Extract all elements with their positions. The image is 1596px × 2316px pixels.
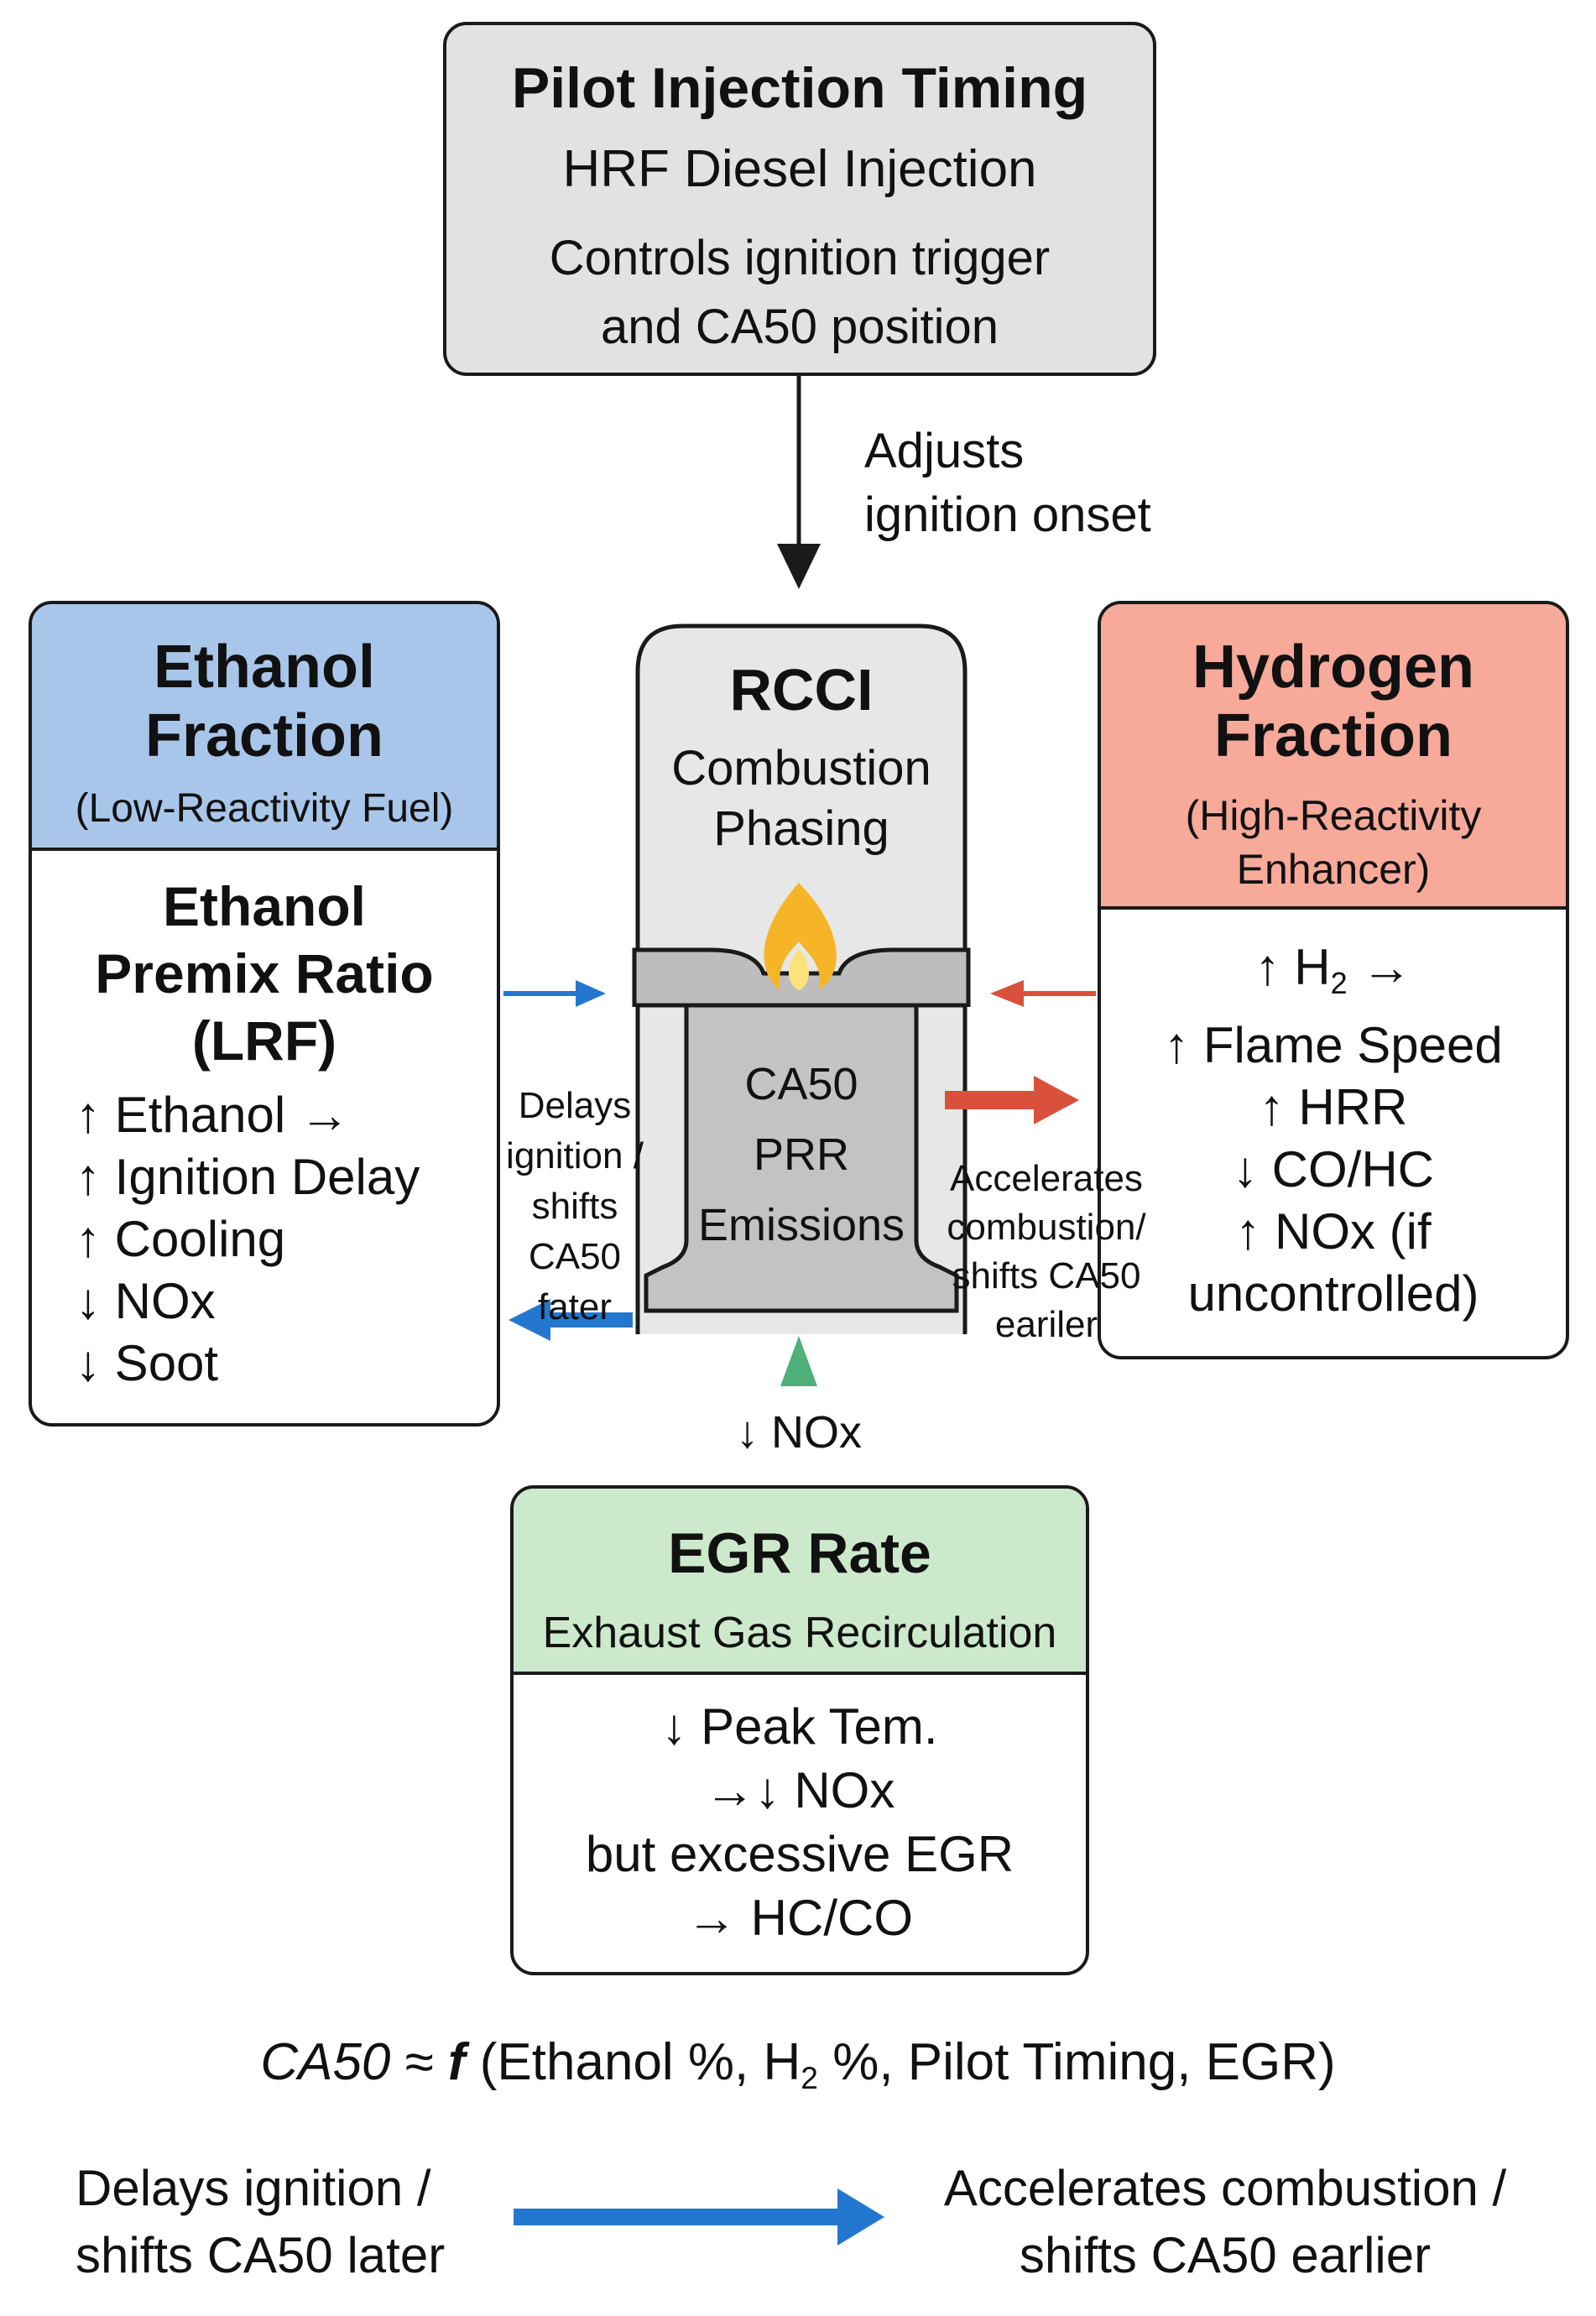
piston-label-line: PRR [753,1129,849,1180]
hydrogen-arrow-label: Accelerates combustion/ shifts CA50 eari… [941,1155,1151,1349]
formula-function: f [447,2033,466,2091]
hydrogen-arrow-label-line: Accelerates [950,1158,1143,1199]
pilot-arrow-label: Adjusts ignition onset [864,420,1151,547]
ethanol-arrow-label-line: ignition / [506,1135,644,1176]
pilot-arrow-label-line: ignition onset [864,488,1151,542]
hydrogen-header: Hydrogen Fraction (High-Reactivity Enhan… [1101,604,1566,910]
formula-approx: ≈ [390,2033,448,2091]
pilot-arrow-label-line: Adjusts [864,424,1025,478]
hydrogen-subtitle-line: Enhancer) [1236,846,1431,893]
legend-arrow [514,2188,884,2246]
ethanol-arrow-label-line: Delays [518,1085,632,1126]
ethanol-body: Ethanol Premix Ratio (LRF) ↑ Ethanol → ↑… [32,873,497,1395]
hydrogen-effect-h2-subscript: 2 [1330,965,1348,1000]
legend-left-label: Delays ignition / shifts CA50 later [76,2155,445,2289]
ethanol-arrow-label: Delays ignition / shifts CA50 fater [503,1081,646,1333]
piston-label: CA50 PRR Emissions [686,1049,916,1260]
egr-effect: but excessive EGR [585,1826,1014,1882]
rcci-subtitle-line: Phasing [713,801,889,856]
egr-effects-list: ↓ Peak Tem. →↓ NOx but excessive EGR → H… [514,1675,1086,1950]
legend-left-line: Delays ignition / [76,2160,431,2216]
hydrogen-arrow-label-line: combustion/ [947,1207,1146,1248]
hydrogen-title-line: Fraction [1213,702,1453,769]
egr-to-rcci-arrow [780,1336,817,1386]
hydrogen-subtitle: (High-Reactivity Enhancer) [1101,789,1566,896]
ethanol-effect: ↓ Soot [76,1335,219,1391]
rcci-label: RCCI Combustion Phasing [646,656,957,859]
pilot-desc-line: and CA50 position [601,300,999,354]
ethanol-effect: ↓ NOx [76,1273,216,1329]
pilot-to-rcci-arrow [777,376,821,589]
hydrogen-effect-h2-suffix: → [1347,939,1412,995]
pilot-injection-box: Pilot Injection Timing HRF Diesel Inject… [443,22,1156,376]
hydrogen-effects-list: ↑ H2 → ↑ Flame Speed ↑ HRR ↓ CO/HC ↑ NOx… [1101,910,1566,1325]
hydrogen-to-rcci-arrow [990,980,1096,1007]
rcci-subtitle: Combustion Phasing [646,738,957,859]
ethanol-effect: ↑ Ethanol → [76,1087,350,1143]
egr-title: EGR Rate [668,1521,931,1585]
ethanol-body-title-line: Premix Ratio [95,942,434,1004]
hydrogen-title: Hydrogen Fraction [1101,604,1566,770]
rcci-subtitle-line: Combustion [671,741,931,795]
egr-header: EGR Rate Exhaust Gas Recirculation [514,1489,1086,1675]
egr-arrow-label: ↓ NOx [735,1407,862,1458]
hydrogen-title-line: Hydrogen [1192,634,1475,701]
formula-args-subscript: 2 [801,2060,818,2096]
piston-label-line: CA50 [744,1059,858,1109]
ethanol-fraction-box: Ethanol Fraction (Low-Reactivity Fuel) E… [29,601,500,1427]
egr-effect: →↓ NOx [704,1762,895,1818]
ethanol-subtitle: (Low-Reactivity Fuel) [75,786,454,831]
ethanol-arrow-label-line: CA50 fater [528,1236,622,1328]
formula-args: %, Pilot Timing, EGR) [817,2033,1336,2091]
ethanol-body-title-line: (LRF) [191,1009,337,1072]
hydrogen-arrow-label-line: eariler [994,1304,1098,1345]
hydrogen-effect: ↑ H2 → [1101,936,1566,1015]
ethanol-effect: ↑ Cooling [76,1211,286,1267]
pilot-subtitle: HRF Diesel Injection [562,140,1037,198]
ethanol-effect: ↑ Ignition Delay [76,1149,420,1205]
hydrogen-fraction-box: Hydrogen Fraction (High-Reactivity Enhan… [1098,601,1569,1359]
ethanol-body-title-line: Ethanol [163,875,366,937]
rcci-to-ethanol-arrow [509,1299,633,1341]
hydrogen-arrow-label-line: shifts CA50 [952,1255,1141,1296]
egr-rate-box: EGR Rate Exhaust Gas Recirculation ↓ Pea… [510,1485,1089,1975]
flame-icon [764,883,837,990]
ethanol-title: Ethanol Fraction [32,604,497,770]
formula-args: (Ethanol %, H [465,2033,801,2091]
legend-left-line: shifts CA50 later [76,2227,446,2283]
egr-effect: → HC/CO [686,1890,913,1946]
egr-subtitle: Exhaust Gas Recirculation [542,1609,1057,1657]
rcci-title: RCCI [729,657,874,722]
pilot-description: Controls ignition trigger and CA50 posit… [446,224,1153,362]
rcci-to-hydrogen-arrow [945,1076,1079,1124]
pilot-desc-line: Controls ignition trigger [549,231,1051,285]
ethanol-header: Ethanol Fraction (Low-Reactivity Fuel) [32,604,497,851]
piston-label-line: Emissions [697,1200,905,1250]
legend-right-line: Accelerates combustion / [943,2160,1507,2216]
hydrogen-effect: ↑ Flame Speed [1164,1016,1503,1073]
egr-effect: ↓ Peak Tem. [661,1698,938,1755]
hydrogen-subtitle-line: (High-Reactivity [1185,792,1482,839]
ethanol-effects-list: ↑ Ethanol → ↑ Ignition Delay ↑ Cooling ↓… [32,1084,497,1395]
ethanol-body-title: Ethanol Premix Ratio (LRF) [32,873,497,1074]
pilot-title: Pilot Injection Timing [511,56,1088,120]
hydrogen-effect: uncontrolled) [1187,1265,1479,1322]
formula-lhs: CA50 [260,2033,391,2091]
legend-right-line: shifts CA50 earlier [1019,2227,1432,2283]
ethanol-arrow-label-line: shifts [531,1186,618,1227]
hydrogen-effect: ↑ NOx (if [1235,1202,1432,1260]
hydrogen-effect-h2-prefix: ↑ H [1254,939,1331,995]
legend-right-label: Accelerates combustion / shifts CA50 ear… [898,2155,1552,2289]
ethanol-to-rcci-arrow [503,980,606,1007]
ethanol-title-line: Ethanol [154,634,375,701]
hydrogen-effect: ↓ CO/HC [1233,1140,1434,1197]
ca50-formula: CA50 ≈ f (Ethanol %, H2 %, Pilot Timing,… [0,2032,1596,2096]
ethanol-title-line: Fraction [144,702,384,769]
hydrogen-effect: ↑ HRR [1259,1078,1408,1135]
